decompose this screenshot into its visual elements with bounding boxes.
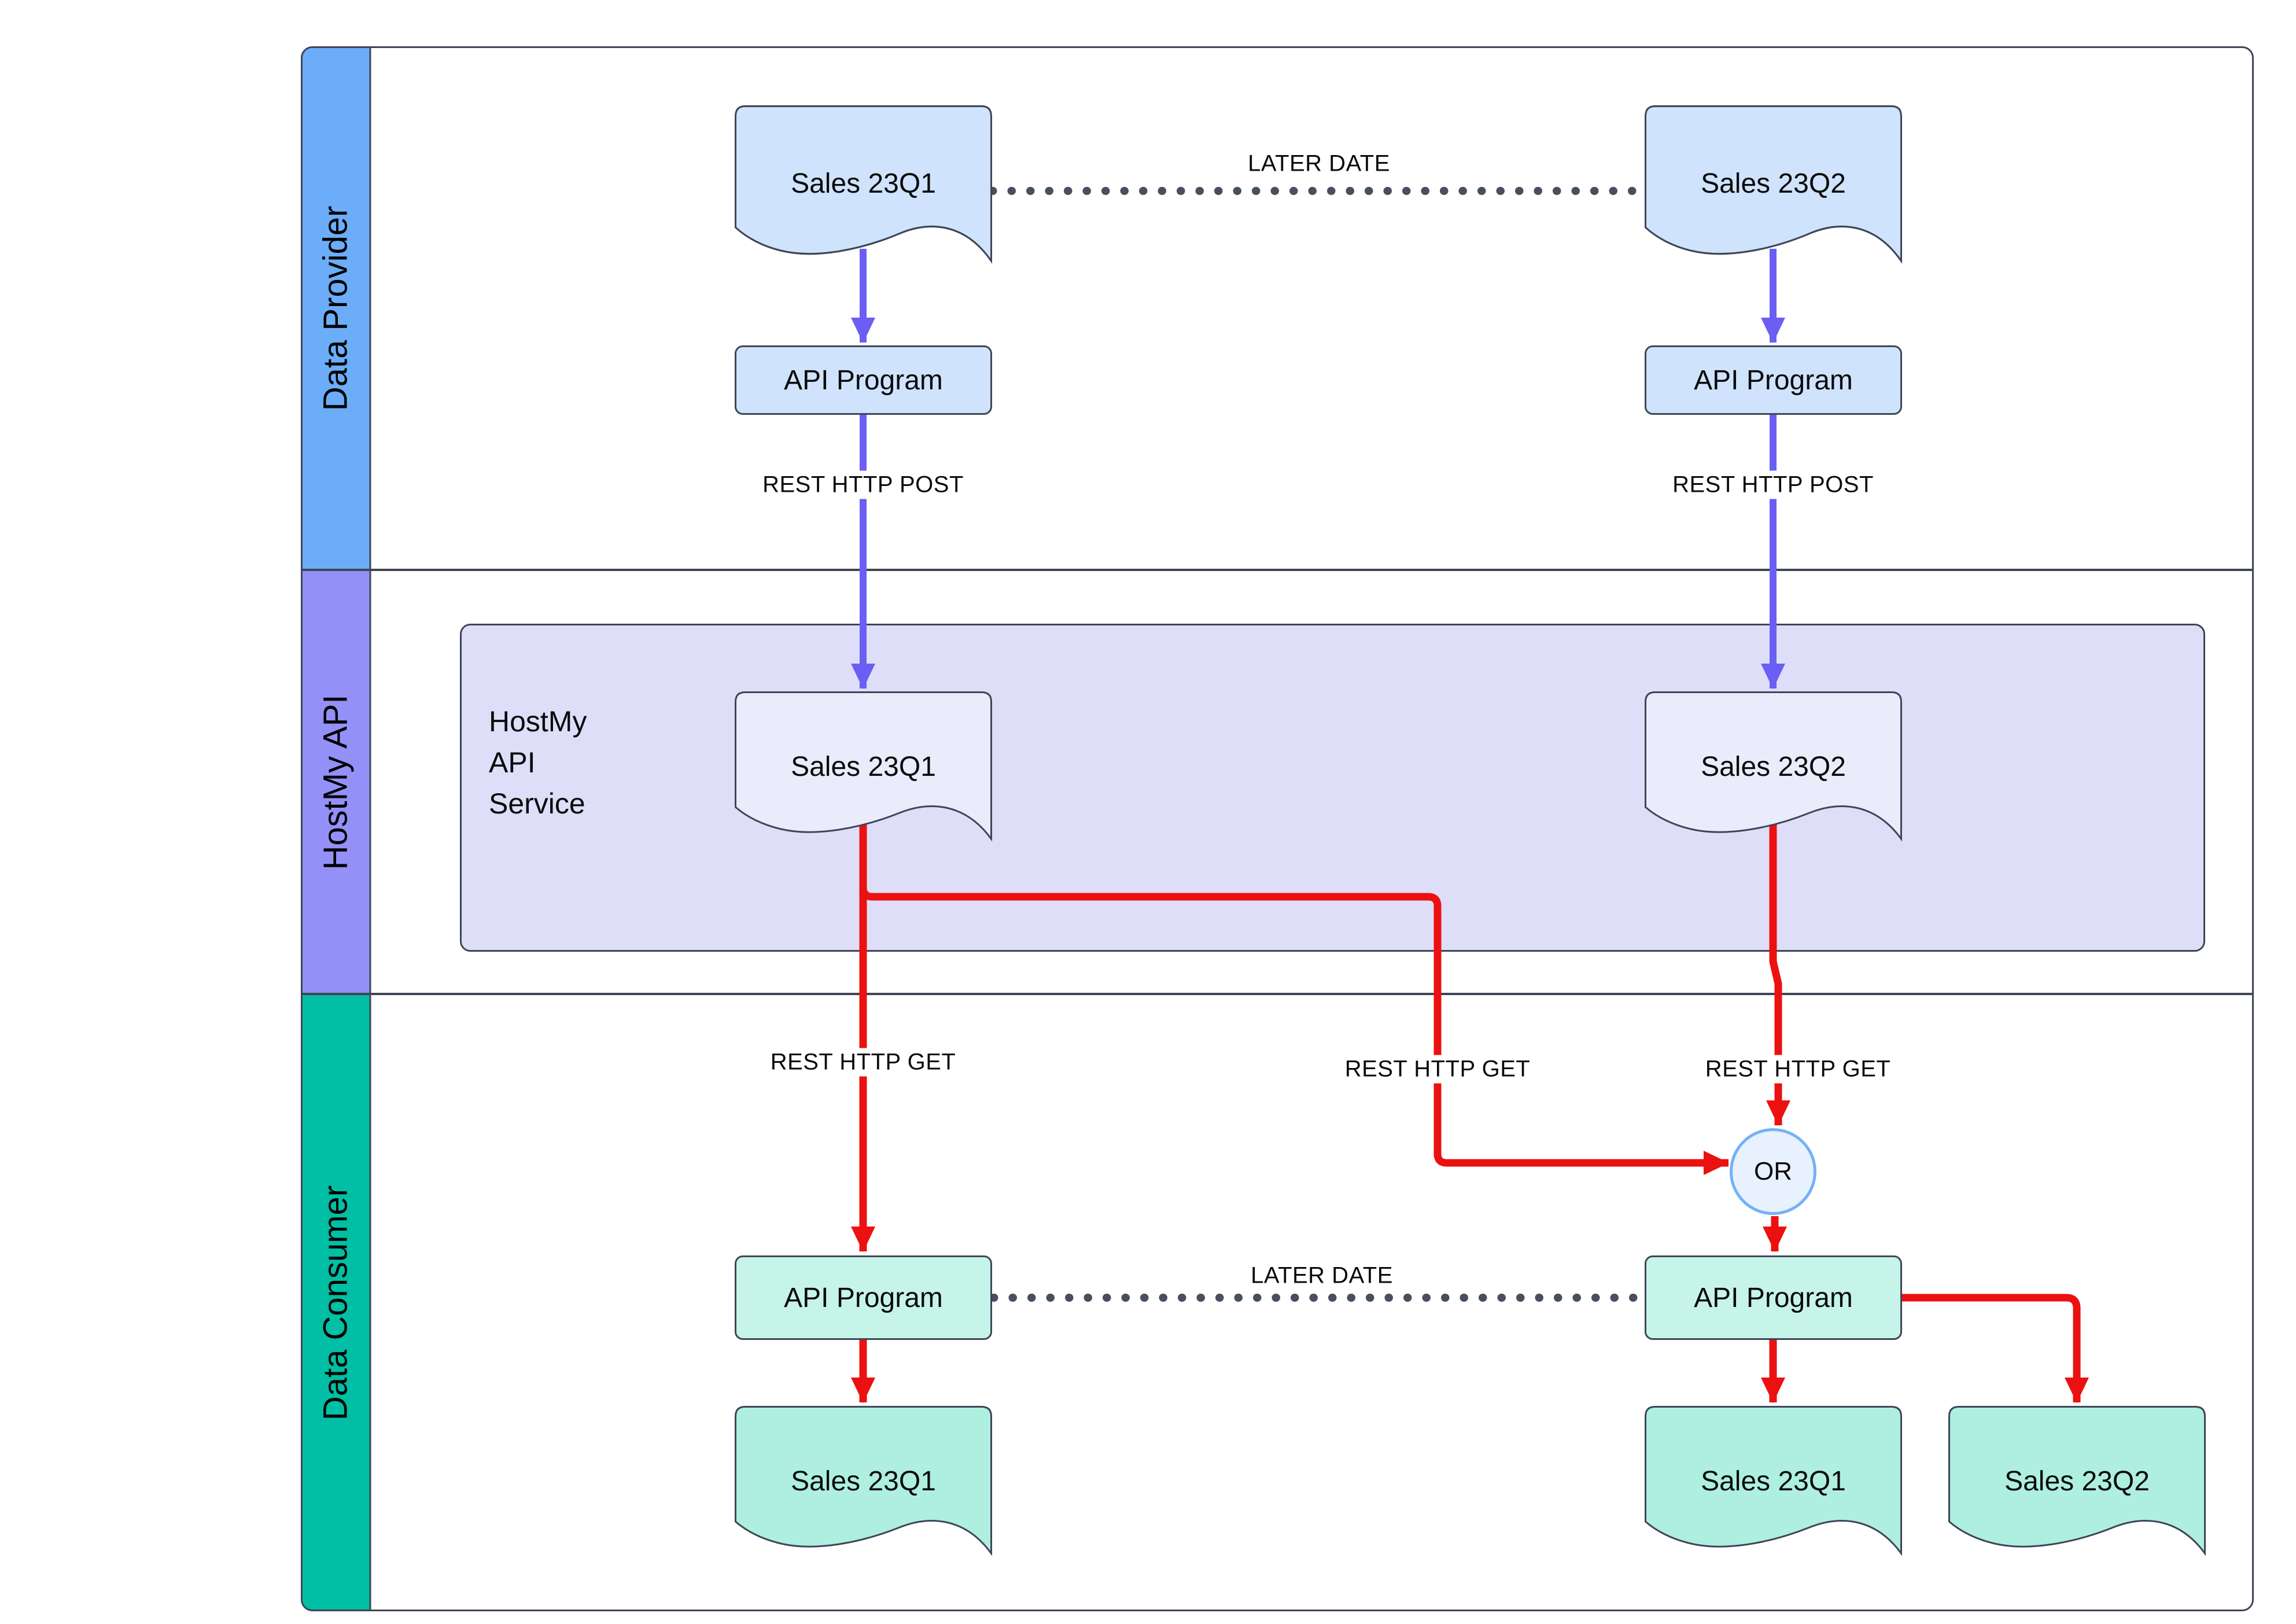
doc-sales-23q1-consumer-left: Sales 23Q1 xyxy=(735,1406,992,1562)
doc-sales-23q2-hostmy: Sales 23Q2 xyxy=(1645,691,1902,848)
lane-strip-hostmy-api: HostMy API xyxy=(301,570,370,994)
doc-sales-23q1-consumer-right: Sales 23Q1 xyxy=(1645,1406,1902,1562)
lane-strip-data-consumer: Data Consumer xyxy=(301,994,370,1611)
api-program-provider-right: API Program xyxy=(1645,345,1902,415)
doc-sales-23q1-hostmy: Sales 23Q1 xyxy=(735,691,992,848)
swimlane-interior: Data Provider HostMy API Data Consumer xyxy=(301,46,2254,1611)
label-later-date-top: LATER DATE xyxy=(1241,149,1397,178)
api-program-consumer-left: API Program xyxy=(735,1255,992,1340)
edge-host-q1-get-to-or xyxy=(859,887,1729,1175)
doc-sales-23q2-consumer: Sales 23Q2 xyxy=(1948,1406,2206,1562)
edge-host-q2-get-to-or xyxy=(1766,824,1790,1126)
label-rest-http-get-right: REST HTTP GET xyxy=(1698,1055,1898,1084)
label-later-date-bottom: LATER DATE xyxy=(1244,1261,1400,1290)
label-rest-http-post-left: REST HTTP POST xyxy=(755,470,971,499)
doc-sales-23q2-provider: Sales 23Q2 xyxy=(1645,105,1902,270)
label-rest-http-get-left: REST HTTP GET xyxy=(763,1048,963,1077)
label-rest-http-get-middle: REST HTTP GET xyxy=(1337,1055,1538,1084)
api-program-consumer-right: API Program xyxy=(1645,1255,1902,1340)
label-rest-http-post-right: REST HTTP POST xyxy=(1665,470,1881,499)
or-junction: OR xyxy=(1730,1128,1816,1215)
edge-api-right-to-doc-q2 xyxy=(1902,1294,2089,1403)
hostmy-service-label: HostMy API Service xyxy=(489,705,587,820)
api-program-provider-left: API Program xyxy=(735,345,992,415)
lane-strip-data-provider: Data Provider xyxy=(301,46,370,570)
doc-sales-23q1-provider: Sales 23Q1 xyxy=(735,105,992,270)
